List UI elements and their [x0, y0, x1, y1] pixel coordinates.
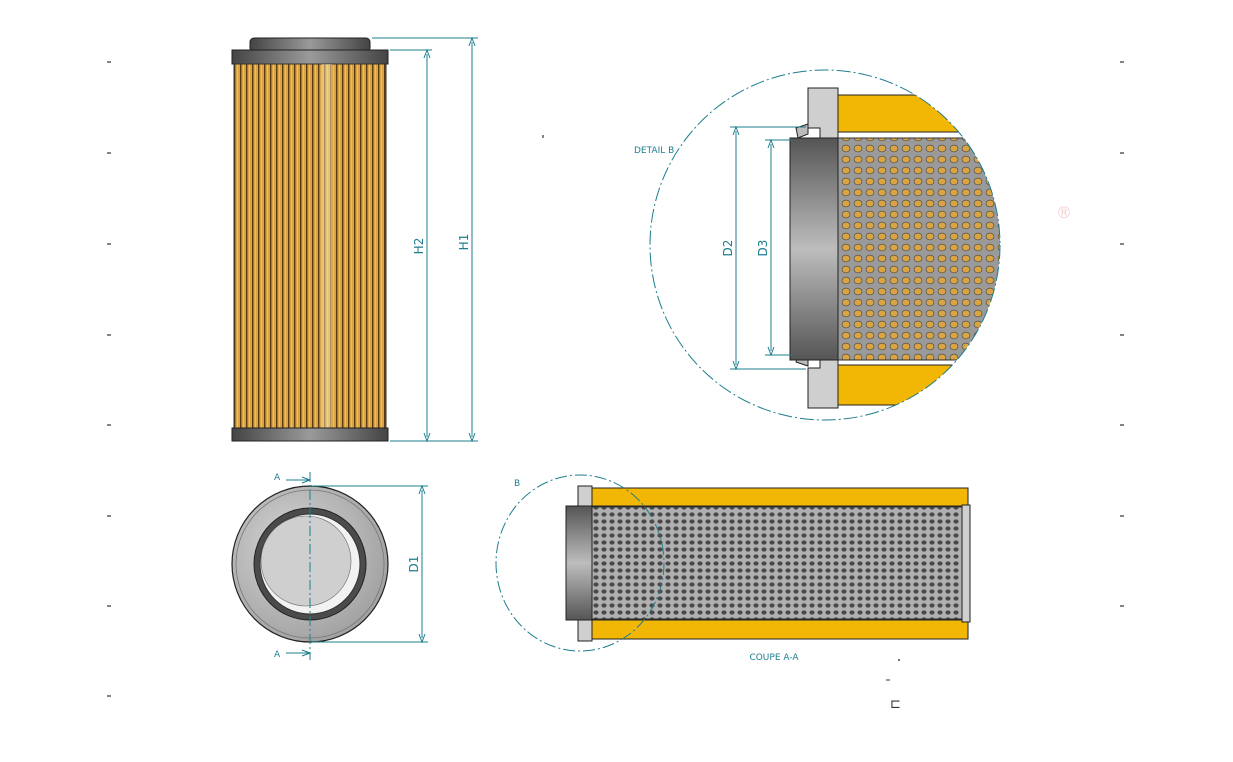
- section-thread: [565, 505, 593, 621]
- section-view: [565, 485, 971, 642]
- section-body-top: [579, 487, 969, 507]
- detail-marker-b: B: [514, 479, 520, 489]
- bottom-cap: [231, 427, 389, 442]
- section-caption: COUPE A-A: [749, 653, 799, 663]
- border-ticks: [107, 61, 1124, 697]
- registered-mark: ®: [1056, 203, 1072, 222]
- detail-body-top: [821, 94, 1000, 133]
- top-cap: [231, 49, 389, 65]
- section-cap-top: [577, 485, 593, 509]
- front-view: [231, 37, 389, 442]
- detail-cap-bottom: [807, 359, 839, 409]
- dimension-d1: D1: [407, 556, 421, 573]
- dimension-d3: D3: [756, 240, 770, 257]
- dimension-h1: H1: [457, 234, 471, 251]
- detail-thread: [789, 137, 839, 361]
- media-highlight: [322, 64, 332, 428]
- detail-seal-top: [795, 123, 809, 139]
- section-marker-a-bottom: A: [274, 650, 281, 660]
- dimension-d2: D2: [721, 240, 735, 257]
- projection-symbol: ⊏: [886, 659, 901, 712]
- section-body-bottom: [579, 619, 969, 640]
- detail-view-dimensions: [730, 125, 806, 371]
- detail-circle: [649, 69, 1001, 421]
- detail-cap-top: [807, 87, 839, 139]
- projection-symbol-icon: ⊏: [890, 697, 901, 712]
- perforated-core: [591, 506, 965, 620]
- dimension-h2: H2: [412, 238, 426, 255]
- section-right-cap: [961, 504, 971, 623]
- inner-bore: [260, 515, 352, 607]
- pleated-media: [233, 63, 387, 429]
- detail-view: [789, 87, 1000, 409]
- detail-perforated-core: [837, 137, 1000, 361]
- end-view-dimensions: [286, 472, 428, 660]
- detail-body-bottom: [821, 364, 1000, 406]
- detail-b-callout-circle: [495, 474, 665, 652]
- detail-caption: DETAIL B: [634, 146, 674, 156]
- section-cap-bottom: [577, 618, 593, 642]
- section-marker-a-top: A: [274, 473, 281, 483]
- front-view-dimensions: [372, 36, 478, 443]
